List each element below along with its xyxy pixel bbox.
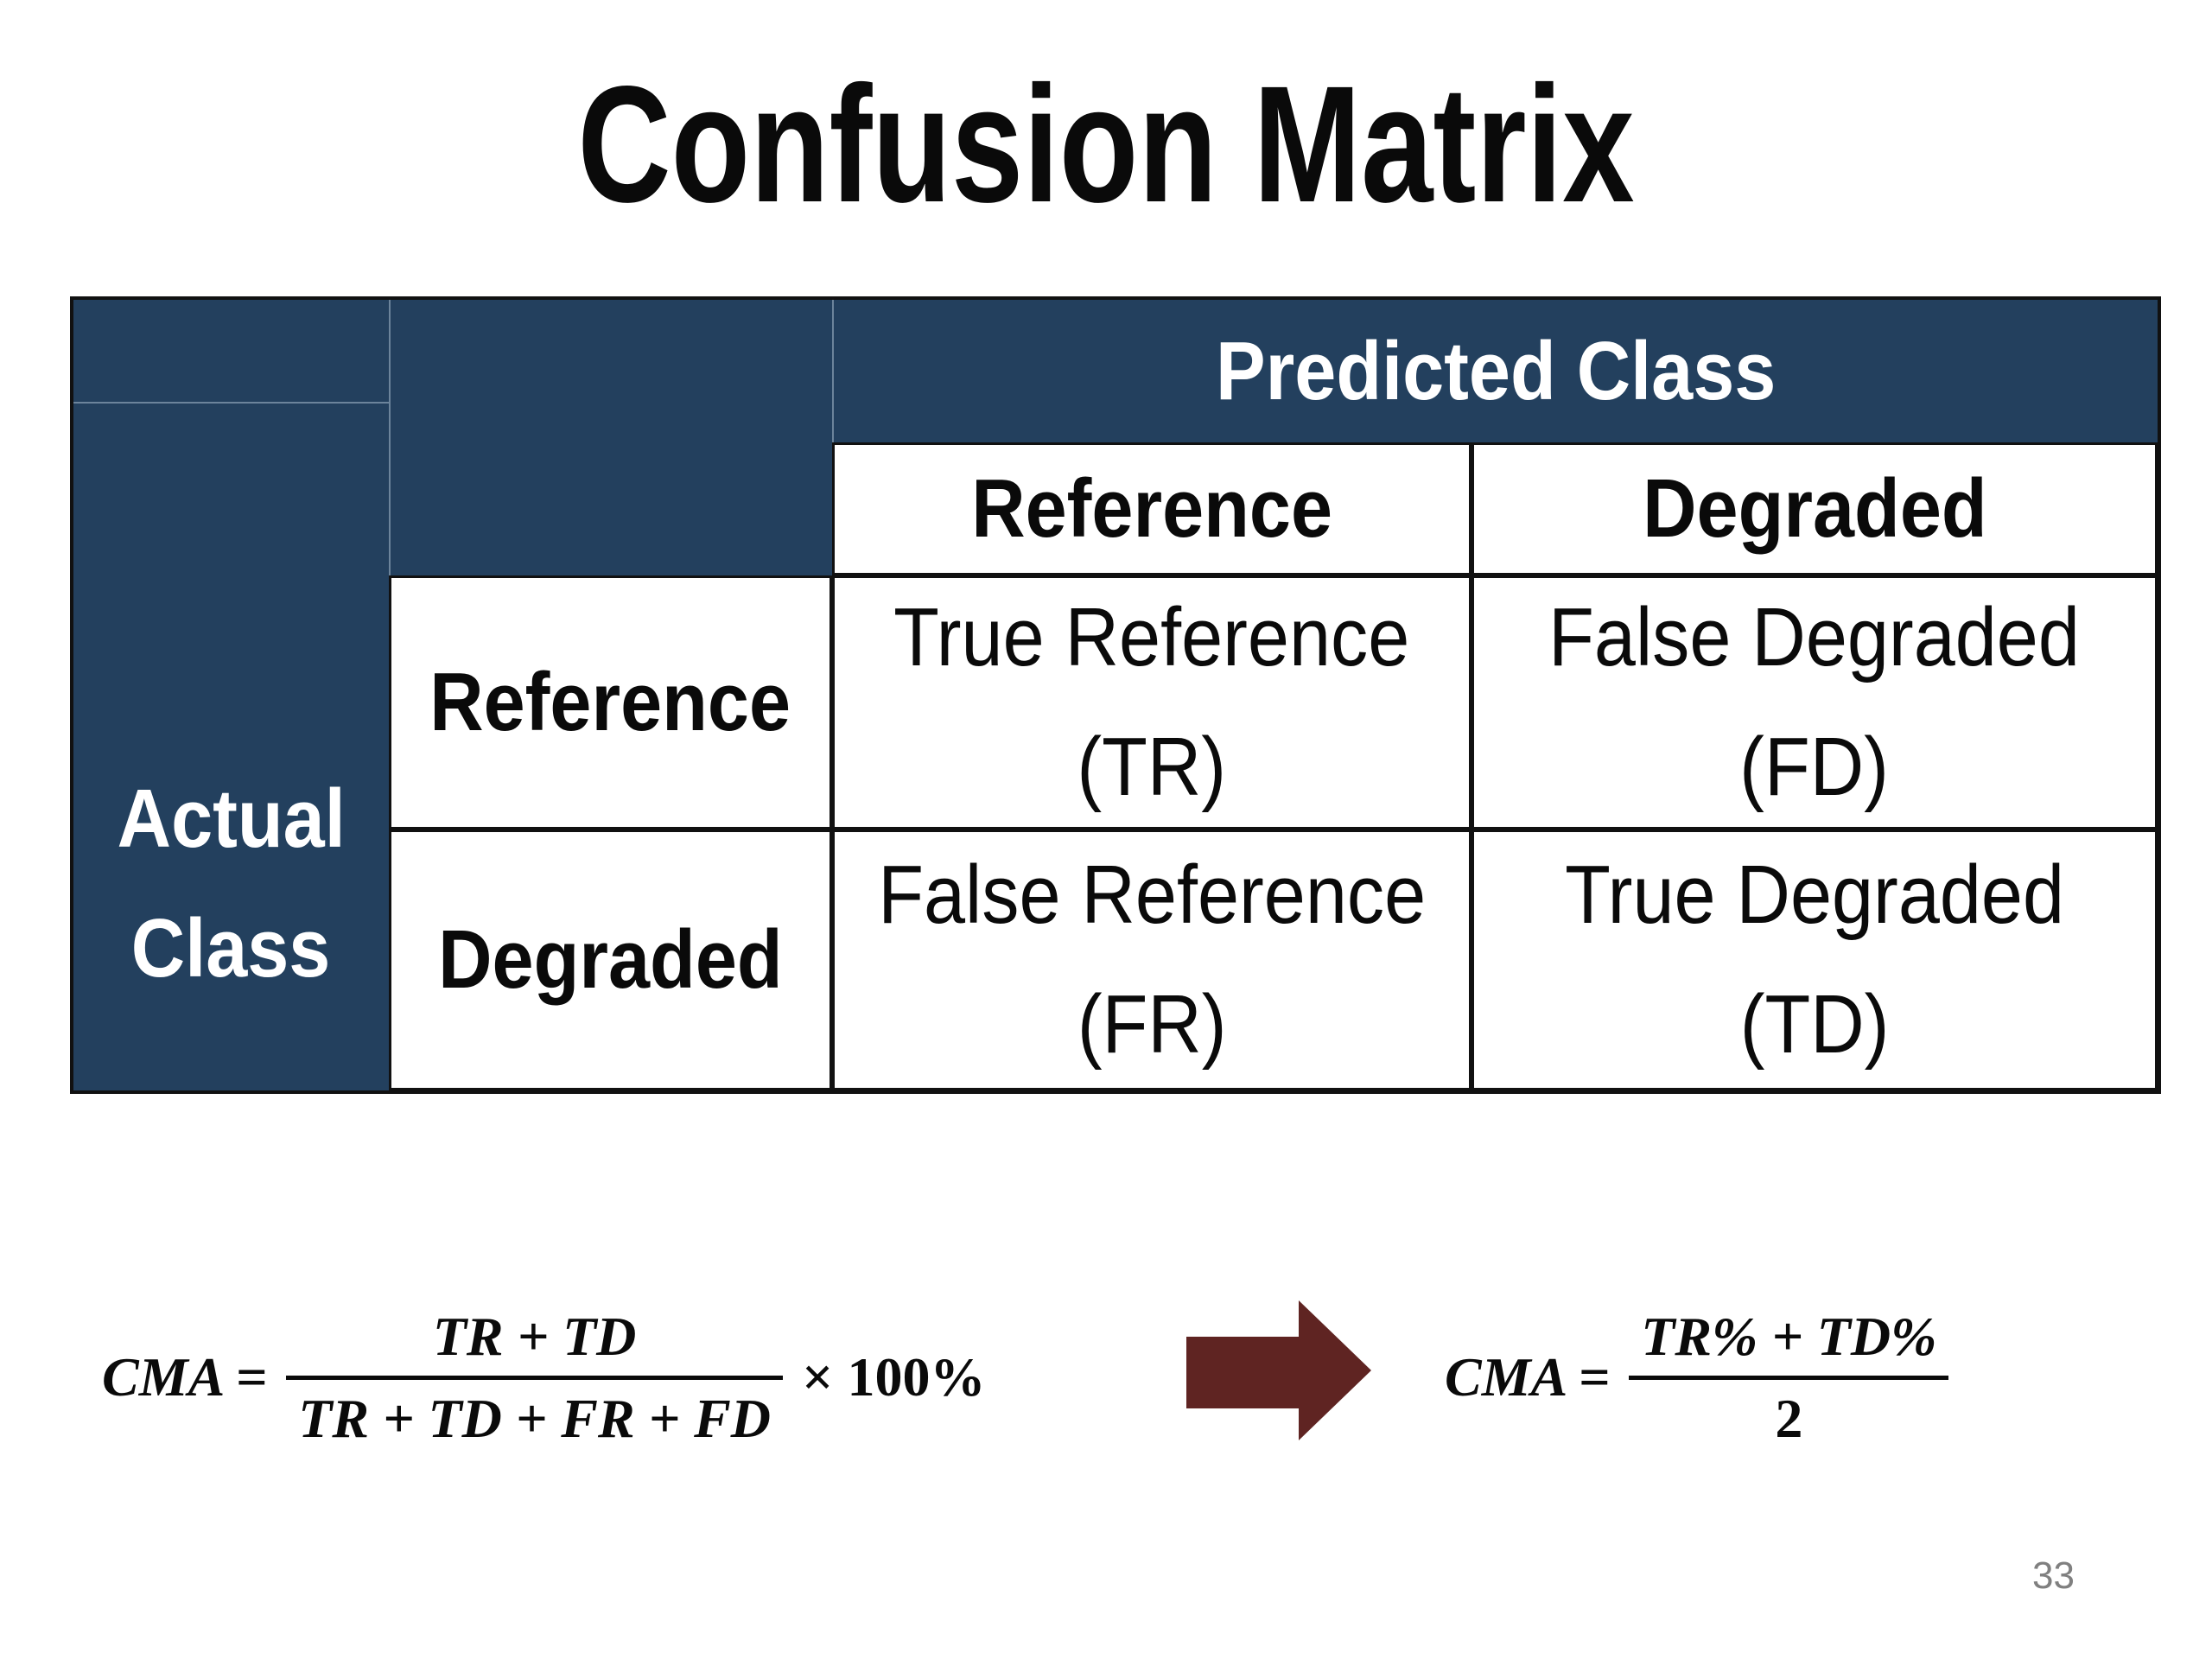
column-header-degraded: Degraded	[1471, 442, 2158, 575]
cell-false-reference-abbr: (FR)	[1077, 978, 1227, 1071]
cell-true-degraded: True Degraded (TD)	[1471, 830, 2158, 1090]
cma-left-numerator: TR + TD	[432, 1305, 637, 1367]
cma-left-denominator: TR + TD + FR + FD	[298, 1387, 771, 1449]
actual-class-header-cell: Actual Class	[73, 300, 389, 1090]
confusion-matrix-table: Actual Class Predicted Class Reference D…	[70, 296, 2161, 1094]
row-header-reference: Reference	[389, 575, 832, 830]
fraction-bar	[1629, 1375, 1949, 1380]
cma-right-denominator: 2	[1775, 1387, 1803, 1449]
page-number: 33	[2032, 1554, 2075, 1597]
cma-left-lhs: CMA =	[102, 1346, 268, 1408]
cell-false-reference-name: False Reference	[878, 849, 1426, 941]
page-title: Confusion Matrix	[0, 61, 2212, 227]
fraction-bar	[286, 1375, 783, 1380]
cma-right-fraction: TR% + TD% 2	[1629, 1298, 1949, 1458]
actual-class-line2: Class	[131, 901, 331, 995]
corner-blank-cell	[389, 300, 832, 575]
predicted-class-label: Predicted Class	[1215, 324, 1777, 417]
cell-true-degraded-name: True Degraded	[1565, 849, 2064, 941]
cell-false-degraded: False Degraded (FD)	[1471, 575, 2158, 830]
row-header-degraded-label: Degraded	[438, 913, 783, 1006]
page-title-text: Confusion Matrix	[577, 51, 1635, 237]
cell-false-degraded-abbr: (FD)	[1739, 721, 1890, 813]
predicted-class-header-cell: Predicted Class	[832, 300, 2158, 442]
column-header-degraded-label: Degraded	[1642, 462, 1987, 555]
actual-class-line1: Actual	[117, 772, 346, 865]
cell-false-degraded-name: False Degraded	[1548, 591, 2081, 683]
column-header-reference-label: Reference	[971, 462, 1332, 555]
row-header-reference-label: Reference	[429, 656, 791, 748]
cell-true-degraded-abbr: (TD)	[1739, 978, 1890, 1071]
cell-true-reference-abbr: (TR)	[1077, 721, 1227, 813]
cma-count-formula: CMA = TR + TD TR + TD + FR + FD × 100%	[102, 1287, 985, 1468]
right-arrow-icon	[1186, 1300, 1371, 1440]
cma-left-fraction: TR + TD TR + TD + FR + FD	[286, 1298, 783, 1458]
column-header-reference: Reference	[832, 442, 1471, 575]
cell-false-reference: False Reference (FR)	[832, 830, 1471, 1090]
row-header-degraded: Degraded	[389, 830, 832, 1090]
cell-true-reference: True Reference (TR)	[832, 575, 1471, 830]
cma-right-lhs: CMA =	[1445, 1346, 1611, 1408]
cma-right-numerator: TR% + TD%	[1641, 1305, 1937, 1367]
cma-left-suffix: × 100%	[802, 1346, 986, 1408]
cma-percent-formula: CMA = TR% + TD% 2	[1445, 1287, 1949, 1468]
cell-true-reference-name: True Reference	[893, 591, 1410, 683]
corner-divider-line	[73, 402, 389, 404]
